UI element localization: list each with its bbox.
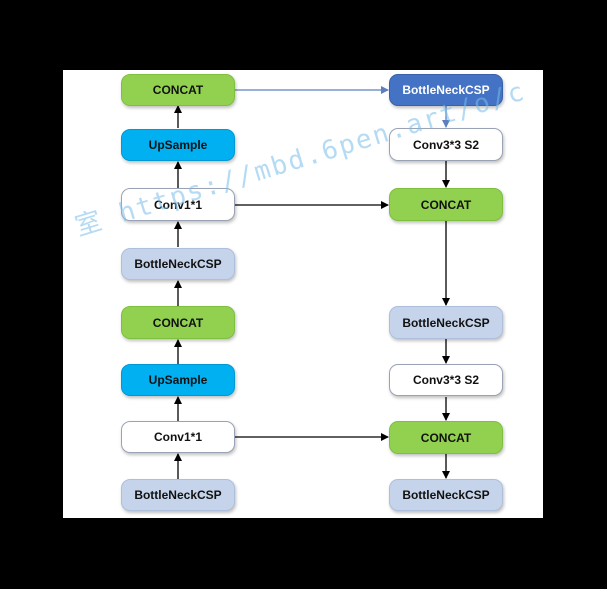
l-bottleneck-mid: BottleNeckCSP	[121, 248, 235, 280]
r-bottleneck-bot: BottleNeckCSP	[389, 479, 503, 511]
l-bottleneck-bot: BottleNeckCSP	[121, 479, 235, 511]
r-bottleneck-top: BottleNeckCSP	[389, 74, 503, 106]
l-concat-mid: CONCAT	[121, 306, 235, 339]
r-bottleneck-mid: BottleNeckCSP	[389, 306, 503, 339]
r-conv-bot: Conv3*3 S2	[389, 364, 503, 396]
l-conv-bot: Conv1*1	[121, 421, 235, 453]
r-concat-top: CONCAT	[389, 188, 503, 221]
l-conv-top: Conv1*1	[121, 188, 235, 221]
r-concat-bot: CONCAT	[389, 421, 503, 454]
l-upsample-bot: UpSample	[121, 364, 235, 396]
l-concat-top: CONCAT	[121, 74, 235, 106]
r-conv-top: Conv3*3 S2	[389, 128, 503, 161]
l-upsample-top: UpSample	[121, 129, 235, 161]
